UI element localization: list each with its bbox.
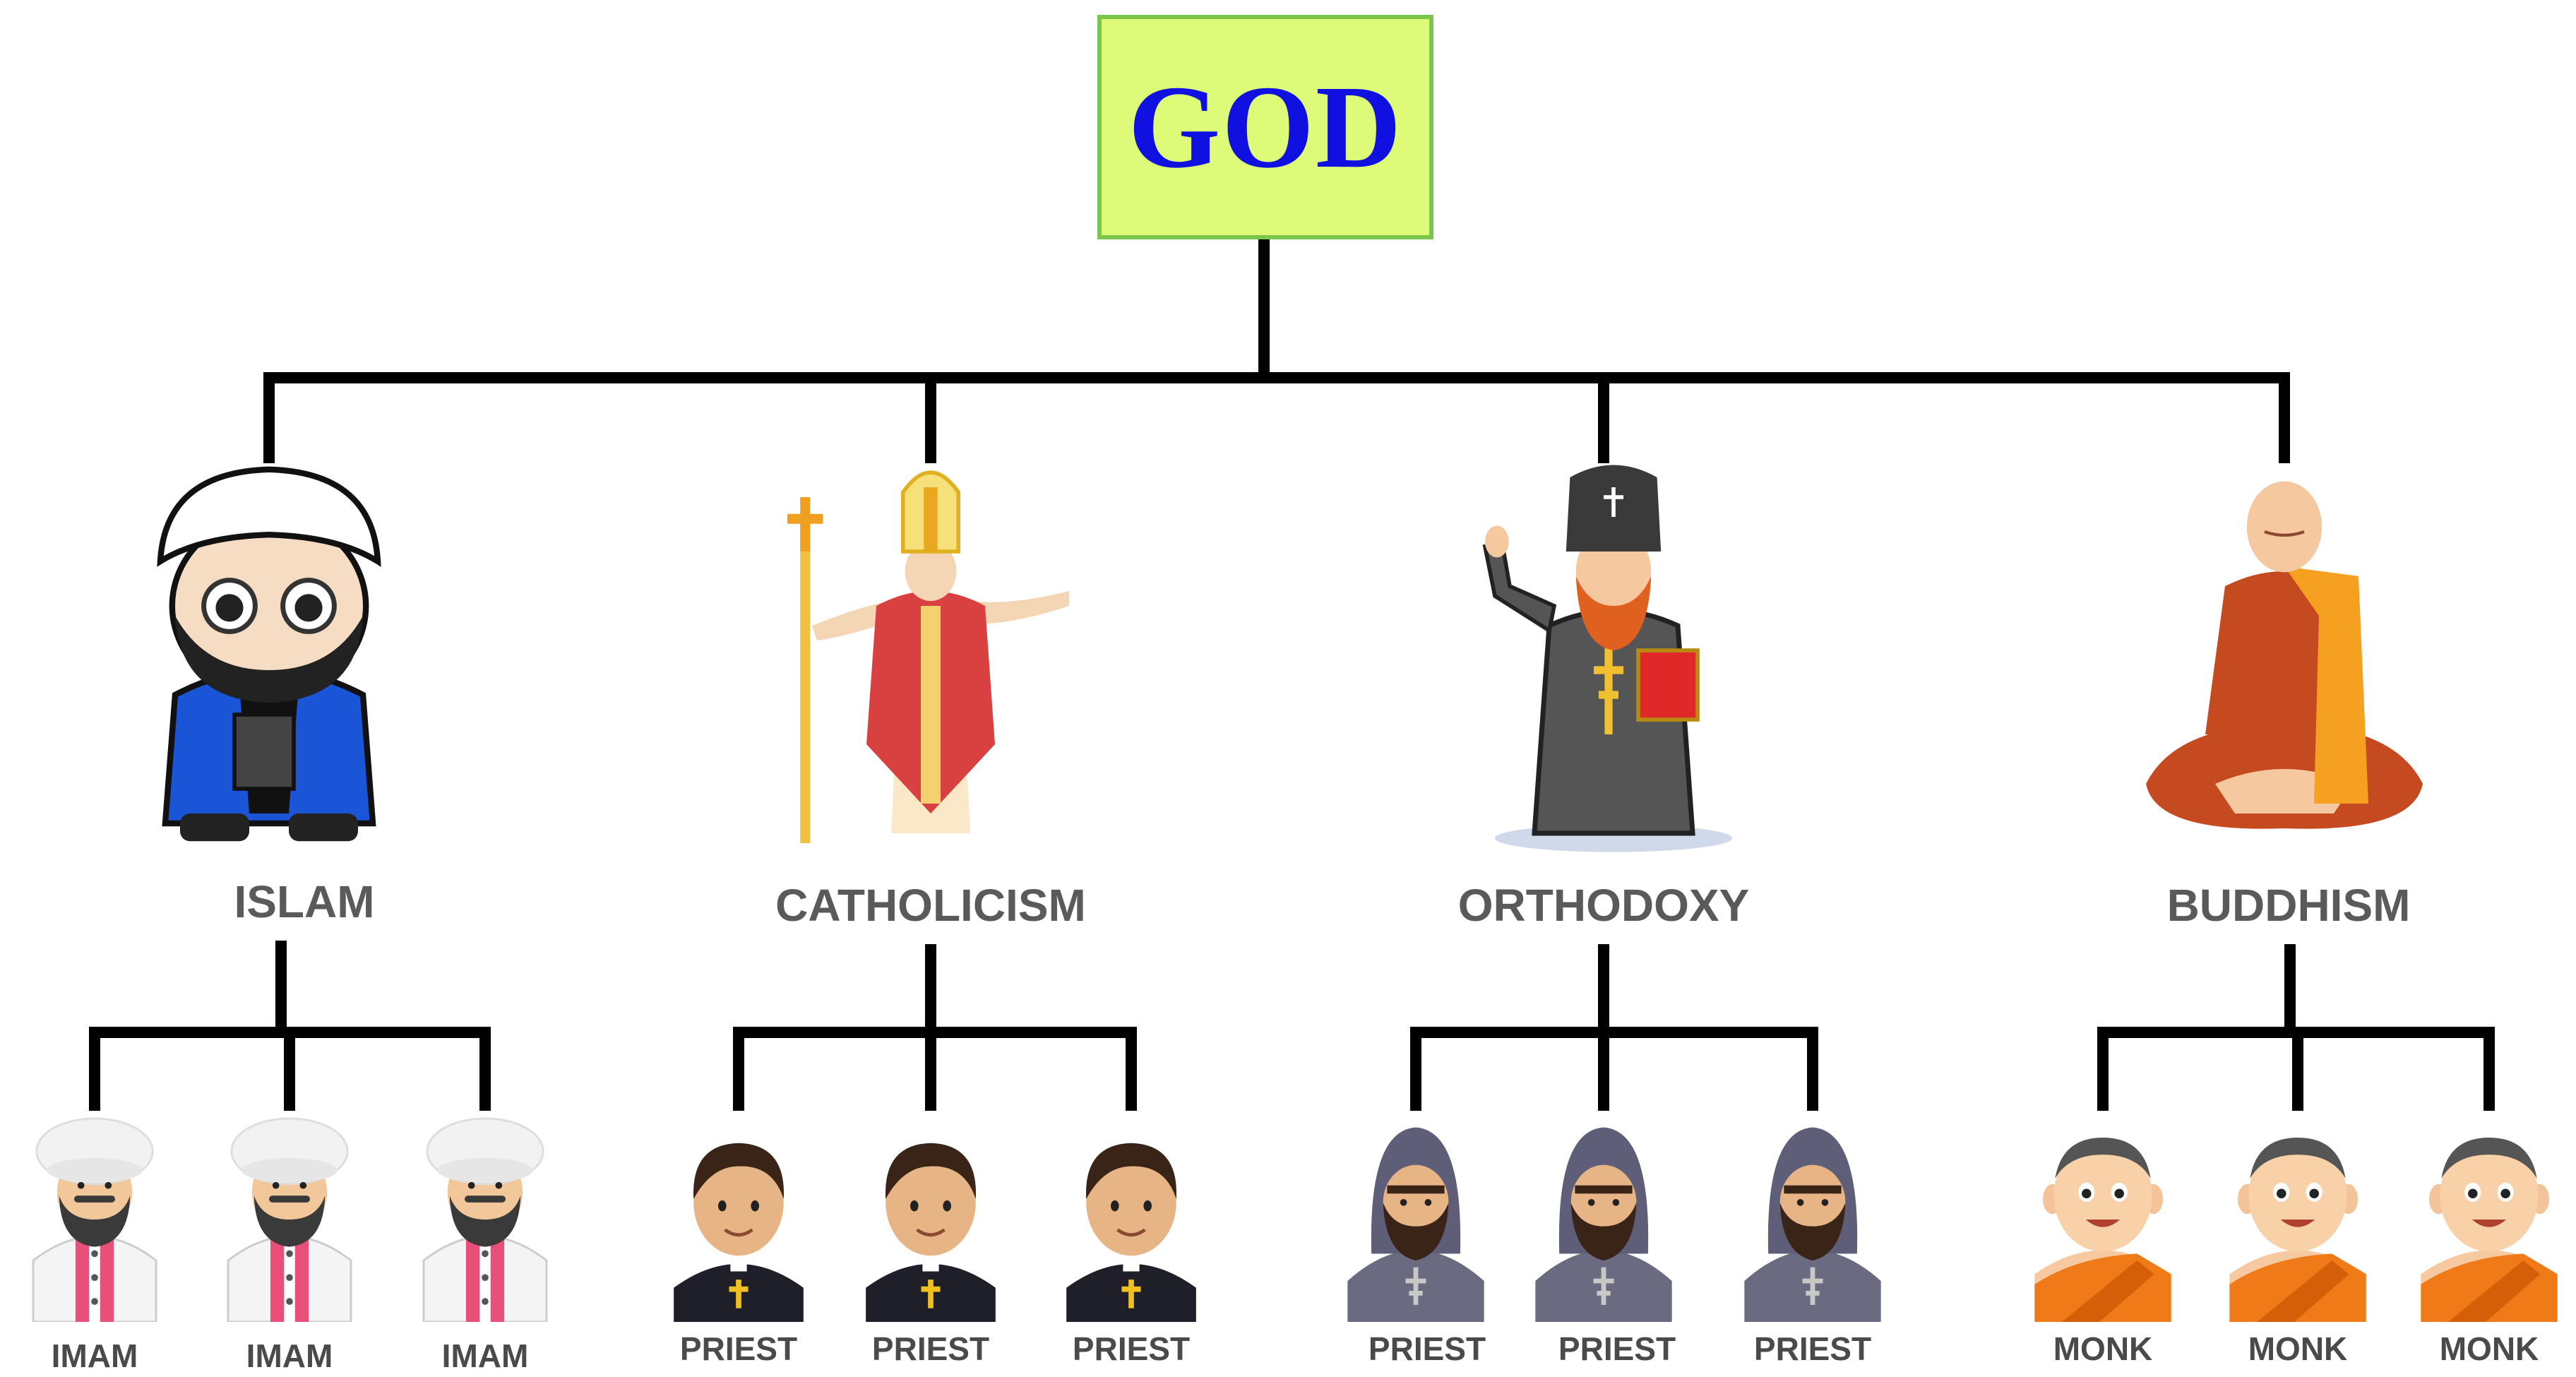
orthodox-bishop-icon [1485,465,1732,852]
orthodox-priest-icon [1535,1128,1671,1323]
pope-icon [787,472,1069,843]
member-label-priest: PRIEST [871,1330,990,1367]
religion-label-orthodoxy: ORTHODOXY [1457,880,1750,931]
religion-label-islam: ISLAM [234,876,375,927]
member-label-priest: PRIEST [1558,1330,1676,1367]
member-label-priest: PRIEST [1368,1330,1486,1367]
member-label-imam: IMAM [246,1337,333,1374]
member-label-monk: MONK [2053,1330,2153,1367]
imam-icon [227,1117,352,1322]
member-label-priest: PRIEST [679,1330,798,1367]
member-label-imam: IMAM [51,1337,138,1374]
catholic-priest-icon [866,1143,996,1322]
catholic-priest-icon [674,1143,804,1322]
imam-cartoon-icon [160,470,378,841]
member-label-monk: MONK [2439,1330,2539,1367]
imam-icon [32,1117,157,1322]
catholic-priest-icon [1066,1143,1196,1322]
imam-icon [422,1117,548,1322]
member-label-priest: PRIEST [1753,1330,1872,1367]
religion-label-buddhism: BUDDHISM [2166,880,2411,931]
religion-label-catholicism: CATHOLICISM [775,880,1086,931]
orthodox-priest-icon [1347,1128,1484,1323]
root-node-label: GOD [1128,61,1403,193]
member-label-monk: MONK [2248,1330,2348,1367]
buddhist-monk-icon [2034,1138,2171,1322]
connector-lines [89,234,2495,1111]
buddhist-monk-icon [2229,1138,2366,1322]
buddhist-monk-icon [2421,1138,2558,1322]
meditating-monk-icon [2146,482,2423,829]
root-node-god: GOD [1097,15,1433,239]
orthodox-priest-icon [1744,1128,1880,1323]
member-label-imam: IMAM [441,1337,529,1374]
member-label-priest: PRIEST [1072,1330,1191,1367]
